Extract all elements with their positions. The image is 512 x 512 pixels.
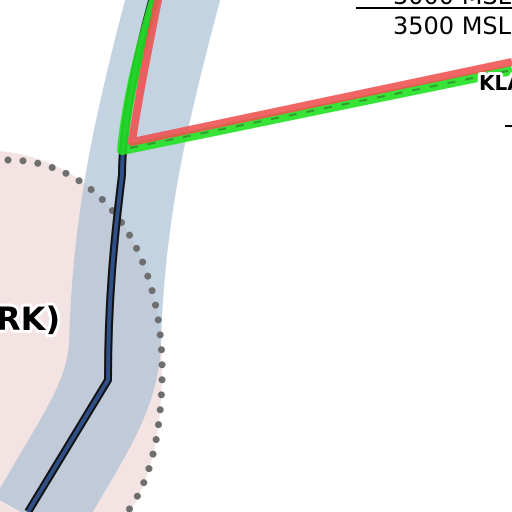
altitude-upper-label: 3000 MSL: [393, 0, 512, 10]
flight-path: [117, 0, 512, 155]
restricted-boundary-line: [128, 0, 512, 146]
airway-corridor-band: [0, 0, 221, 512]
airport-code-label: KLA: [479, 71, 512, 95]
altitude-lower-label: 3500 MSL: [393, 12, 512, 40]
flight-path-dash: [129, 69, 512, 149]
airspace-name-label: RK): [0, 300, 60, 338]
